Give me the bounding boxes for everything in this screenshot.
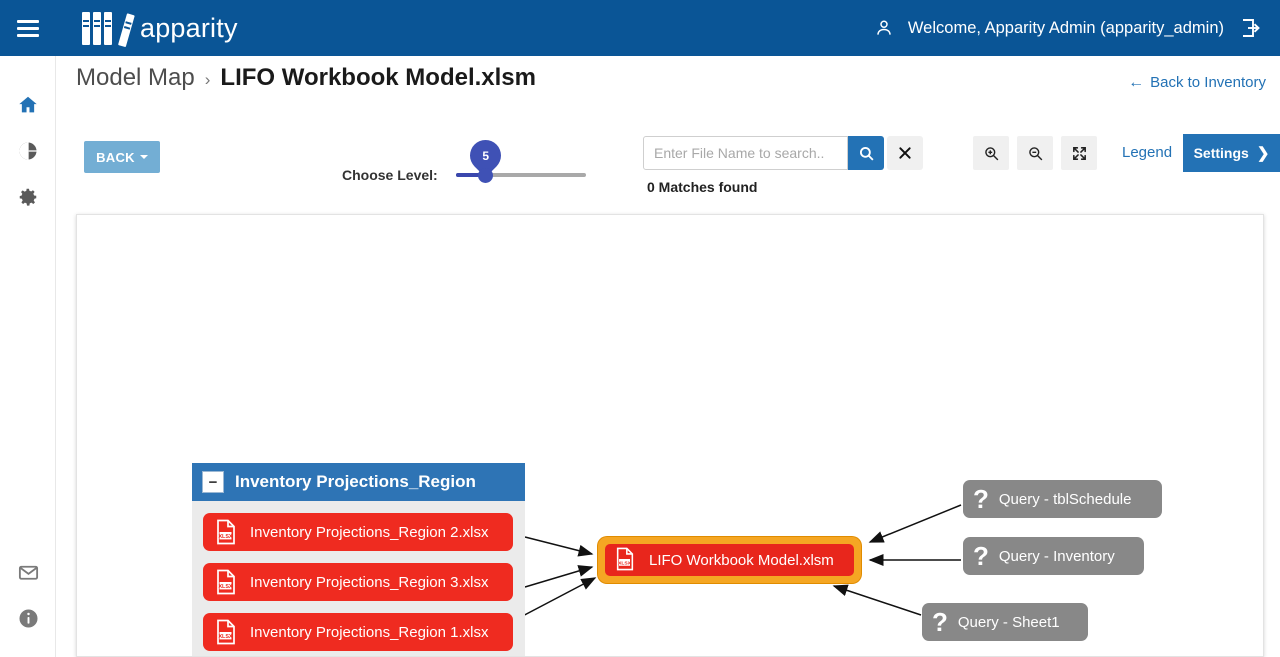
- file-node[interactable]: XLSX Inventory Projections_Region 1.xlsx: [203, 613, 513, 651]
- sidebar-item-info[interactable]: [0, 595, 56, 641]
- map-toolbar: BACK Choose Level: 5: [56, 110, 1280, 214]
- question-mark-icon: ?: [973, 541, 989, 571]
- svg-text:XLSX: XLSX: [218, 534, 232, 540]
- group-header[interactable]: − Inventory Projections_Region: [192, 463, 525, 501]
- xlsx-file-icon: XLSX: [214, 519, 238, 545]
- sidebar-item-home[interactable]: [0, 82, 56, 128]
- back-to-inventory-label: Back to Inventory: [1150, 74, 1266, 91]
- sidebar-item-chart[interactable]: [0, 128, 56, 174]
- search-button[interactable]: [848, 136, 884, 170]
- query-node-label: Query - tblSchedule: [998, 490, 1132, 508]
- file-node[interactable]: XLSX Inventory Projections_Region 2.xlsx: [203, 513, 513, 551]
- question-mark-icon: ?: [973, 484, 989, 514]
- question-mark-icon: ?: [932, 607, 948, 637]
- query-node[interactable]: ? Query - tblSchedule: [963, 480, 1162, 518]
- center-node-label: LIFO Workbook Model.xlsm: [649, 551, 834, 569]
- svg-text:XLSX: XLSX: [218, 584, 232, 590]
- slider-fill: [456, 173, 485, 177]
- xlsx-file-icon: XLSX: [614, 547, 638, 573]
- query-node[interactable]: ? Query - Inventory: [963, 537, 1144, 575]
- books-logo-icon: [82, 11, 135, 48]
- slider-value: 5: [482, 148, 489, 163]
- query-node-label: Query - Sheet1: [957, 613, 1060, 631]
- logout-icon[interactable]: [1238, 16, 1262, 40]
- slider-handle[interactable]: [478, 168, 493, 183]
- hamburger-menu-icon[interactable]: [0, 0, 56, 56]
- brand-logo[interactable]: apparity: [82, 11, 238, 48]
- level-slider[interactable]: 5: [456, 133, 586, 190]
- file-node-label: Inventory Projections_Region 2.xlsx: [250, 523, 489, 541]
- settings-button-label: Settings: [1193, 145, 1249, 161]
- back-to-inventory-link[interactable]: ← Back to Inventory: [1128, 74, 1266, 91]
- search-group: [643, 136, 923, 170]
- welcome-text: Welcome, Apparity Admin (apparity_admin): [907, 18, 1224, 37]
- group-node-inventory-projections-region[interactable]: − Inventory Projections_Region XLSX Inve…: [192, 463, 525, 656]
- breadcrumb-bar: Model Map › LIFO Workbook Model.xlsm ← B…: [56, 56, 1280, 110]
- brand-name: apparity: [140, 12, 238, 43]
- svg-text:XLSX: XLSX: [218, 634, 232, 640]
- breadcrumb: Model Map › LIFO Workbook Model.xlsm: [76, 64, 536, 92]
- settings-button[interactable]: Settings ❯: [1183, 134, 1280, 172]
- matches-found-text: 0 Matches found: [647, 179, 758, 195]
- sidebar-item-settings[interactable]: [0, 174, 56, 220]
- file-node-label: Inventory Projections_Region 3.xlsx: [250, 573, 489, 591]
- top-header: apparity Welcome, Apparity Admin (appari…: [0, 0, 1280, 56]
- group-title: Inventory Projections_Region: [235, 472, 476, 491]
- xlsx-file-icon: XLSX: [214, 619, 238, 645]
- choose-level-label: Choose Level:: [342, 167, 438, 183]
- page-title: LIFO Workbook Model.xlsm: [220, 64, 536, 91]
- file-node-label: Inventory Projections_Region 1.xlsx: [250, 623, 489, 641]
- sidebar-item-mail[interactable]: [0, 549, 56, 595]
- file-node[interactable]: XLSX Inventory Projections_Region 3.xlsx: [203, 563, 513, 601]
- chevron-right-icon: ❯: [1256, 145, 1270, 162]
- person-icon: [874, 18, 894, 38]
- back-button[interactable]: BACK: [84, 141, 160, 173]
- zoom-in-icon[interactable]: [973, 136, 1009, 170]
- back-arrow-icon: ←: [1128, 73, 1145, 91]
- clear-search-button[interactable]: [887, 136, 923, 170]
- query-node-label: Query - Inventory: [998, 547, 1115, 565]
- xlsx-file-icon: XLSX: [214, 569, 238, 595]
- user-area: Welcome, Apparity Admin (apparity_admin): [874, 0, 1262, 56]
- collapse-toggle-button[interactable]: −: [202, 471, 224, 493]
- fullscreen-icon[interactable]: [1061, 136, 1097, 170]
- left-sidebar: [0, 56, 56, 657]
- search-input[interactable]: [643, 136, 848, 170]
- breadcrumb-root[interactable]: Model Map: [76, 64, 195, 91]
- back-button-label: BACK: [96, 149, 135, 165]
- zoom-out-icon[interactable]: [1017, 136, 1053, 170]
- center-node-inner: XLSX LIFO Workbook Model.xlsm: [605, 544, 854, 576]
- center-node-lifo-workbook-model[interactable]: XLSX LIFO Workbook Model.xlsm: [598, 537, 861, 583]
- zoom-controls: [973, 136, 1097, 170]
- slider-track[interactable]: [456, 173, 586, 177]
- model-map-canvas[interactable]: − Inventory Projections_Region XLSX Inve…: [76, 214, 1264, 657]
- query-node[interactable]: ? Query - Sheet1: [922, 603, 1088, 641]
- breadcrumb-separator-icon: ›: [204, 70, 211, 89]
- legend-link[interactable]: Legend: [1122, 144, 1173, 161]
- svg-text:XLSX: XLSX: [618, 560, 632, 566]
- chevron-down-icon: [139, 155, 148, 159]
